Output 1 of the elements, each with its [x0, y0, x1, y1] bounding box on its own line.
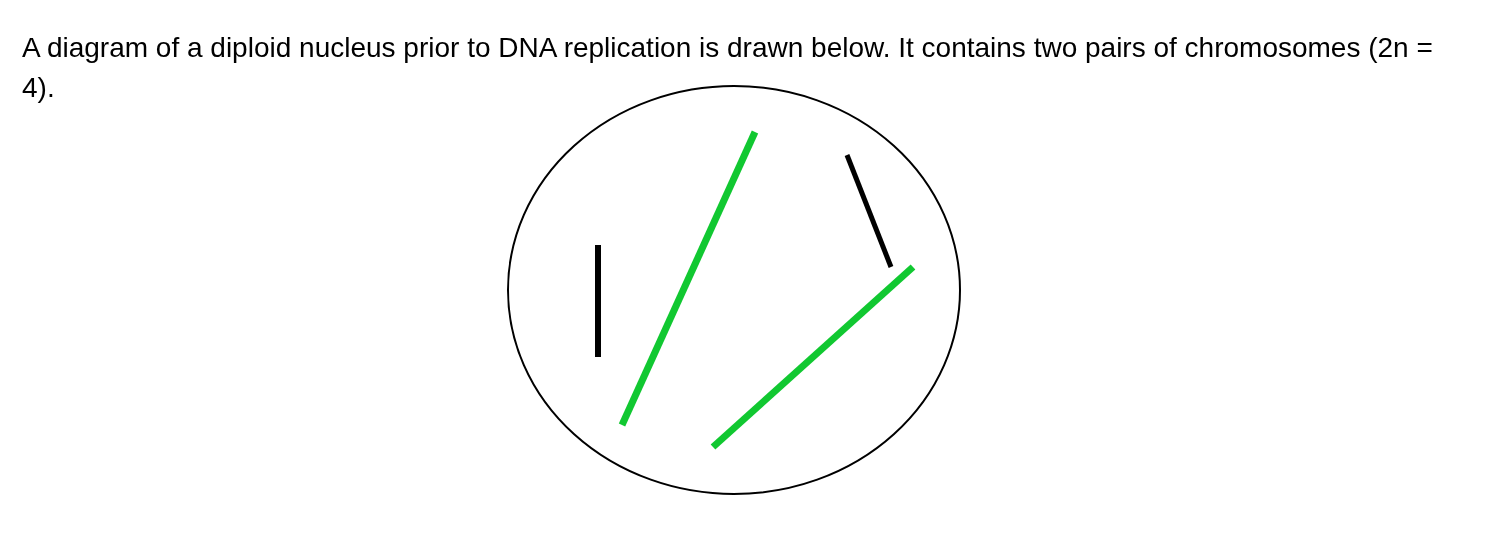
- question-text: A diagram of a diploid nucleus prior to DNA replication is drawn below. It contains two pairs of chromosomes (2n = 4).: [22, 31, 1434, 105]
